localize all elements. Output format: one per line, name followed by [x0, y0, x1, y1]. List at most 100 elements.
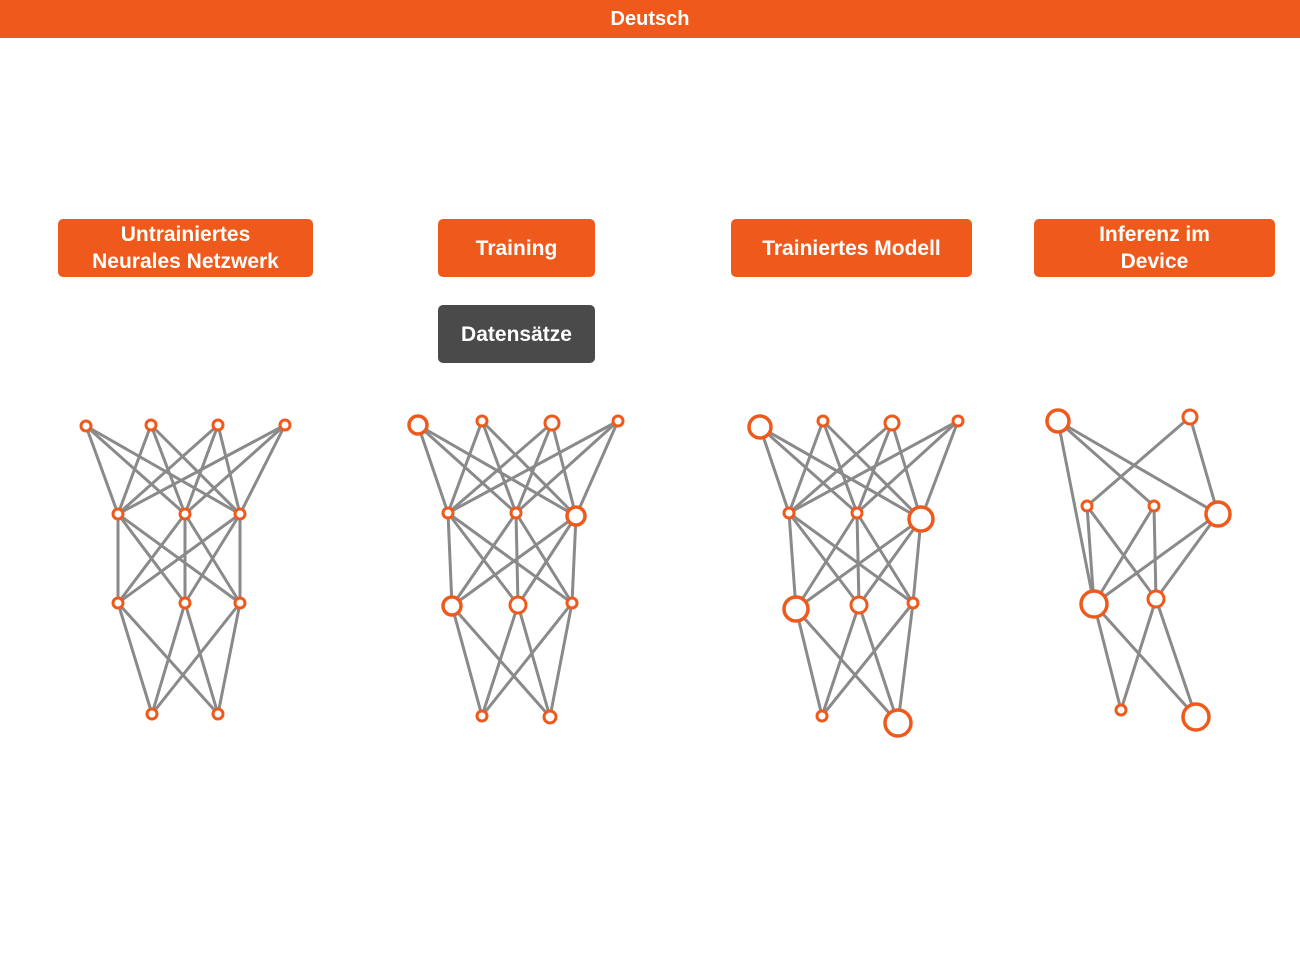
stage-label-trained-line-1: Trainiertes Modell [762, 236, 941, 260]
network-edge [896, 601, 915, 725]
network-edge [116, 512, 242, 605]
network-edge [216, 423, 242, 516]
network-node [1147, 499, 1161, 513]
network-edge [446, 421, 554, 515]
network-edge [450, 514, 578, 608]
network-edge [149, 423, 242, 516]
stage-label-inference-line-1: Inferenz im [1099, 223, 1210, 246]
network-edge [416, 423, 518, 515]
network-trained [747, 414, 965, 738]
dataset-box: Datensätze [438, 305, 595, 363]
network-edge [794, 517, 923, 611]
network-training [407, 414, 625, 725]
network-node [178, 507, 192, 521]
network-edge [116, 601, 154, 716]
network-edge [758, 425, 791, 515]
network-node [475, 709, 489, 723]
network-edge [183, 601, 220, 716]
network-node [111, 596, 125, 610]
network-node [509, 506, 523, 520]
network-edge [787, 511, 861, 607]
stage-label-inference: Inferenz im Device [1034, 219, 1275, 277]
network-node [543, 414, 561, 432]
stage-label-training: Training [438, 219, 595, 277]
network-edge [1092, 512, 1220, 606]
network-edge [116, 512, 187, 605]
network-edge [787, 419, 960, 515]
network-node [79, 419, 93, 433]
stage-label-untrained-line-2: Neurales Netzwerk [92, 250, 279, 273]
network-node [233, 507, 247, 521]
network-node [233, 596, 247, 610]
network-node [1204, 500, 1232, 528]
network-edge [1092, 602, 1198, 719]
network-edge [794, 607, 824, 718]
network-node [565, 596, 579, 610]
network-edge [183, 423, 287, 516]
stage-label-training-line-1: Training [475, 236, 558, 260]
network-edge [1188, 415, 1220, 516]
network-node [278, 418, 292, 432]
stage-label-untrained: Untrainiertes Neurales Netzwerk [58, 219, 313, 277]
network-edge [1092, 602, 1123, 712]
network-edge [855, 511, 861, 607]
network-edge [183, 512, 242, 605]
network-edge [480, 601, 574, 718]
network-edge [794, 511, 859, 611]
network-edge [1154, 512, 1220, 601]
network-edge [84, 424, 242, 516]
language-header: Deutsch [0, 0, 1300, 38]
network-node [508, 595, 528, 615]
network-untrained [79, 418, 292, 721]
network-node [111, 507, 125, 521]
network-edge [787, 421, 894, 515]
network-edge [116, 423, 287, 516]
network-inference [1045, 408, 1232, 732]
network-edge [514, 511, 574, 605]
network-node [1079, 589, 1109, 619]
network-node [441, 595, 463, 617]
network-edge [857, 603, 900, 725]
network-node [211, 418, 225, 432]
network-edge [446, 419, 620, 515]
stage-label-untrained-line-1: Untrainiertes [120, 223, 251, 246]
network-edge [857, 517, 923, 607]
network-edge [794, 607, 900, 725]
network-node [211, 707, 225, 721]
network-node [815, 709, 829, 723]
network-edge [890, 421, 923, 521]
network-edge [84, 424, 120, 516]
network-edge [416, 423, 450, 515]
network-node [883, 708, 913, 738]
network-edge [758, 425, 923, 521]
network-edge [150, 601, 242, 716]
network-node [951, 414, 965, 428]
network-node [1114, 703, 1128, 717]
network-edge [116, 423, 220, 516]
network-edge [820, 603, 861, 718]
network-node [1080, 499, 1094, 513]
language-title: Deutsch [610, 7, 690, 30]
network-edge [574, 419, 620, 518]
network-node [907, 505, 935, 533]
network-edge [1085, 504, 1158, 601]
network-node [849, 595, 869, 615]
network-edge [855, 419, 960, 515]
network-node [145, 707, 159, 721]
network-edge [787, 511, 798, 611]
network-node [906, 596, 920, 610]
network-edge [1154, 597, 1198, 719]
network-edge [1119, 597, 1158, 712]
network-node [747, 414, 773, 440]
network-edge [116, 423, 153, 516]
dataset-label: Datensätze [461, 322, 572, 346]
network-edge [1092, 504, 1156, 606]
network-edge [446, 511, 454, 608]
network-edge [216, 601, 242, 716]
network-edge [855, 511, 915, 605]
network-edge [787, 419, 825, 515]
network-node [850, 506, 864, 520]
network-node [1045, 408, 1071, 434]
network-node [407, 414, 429, 436]
